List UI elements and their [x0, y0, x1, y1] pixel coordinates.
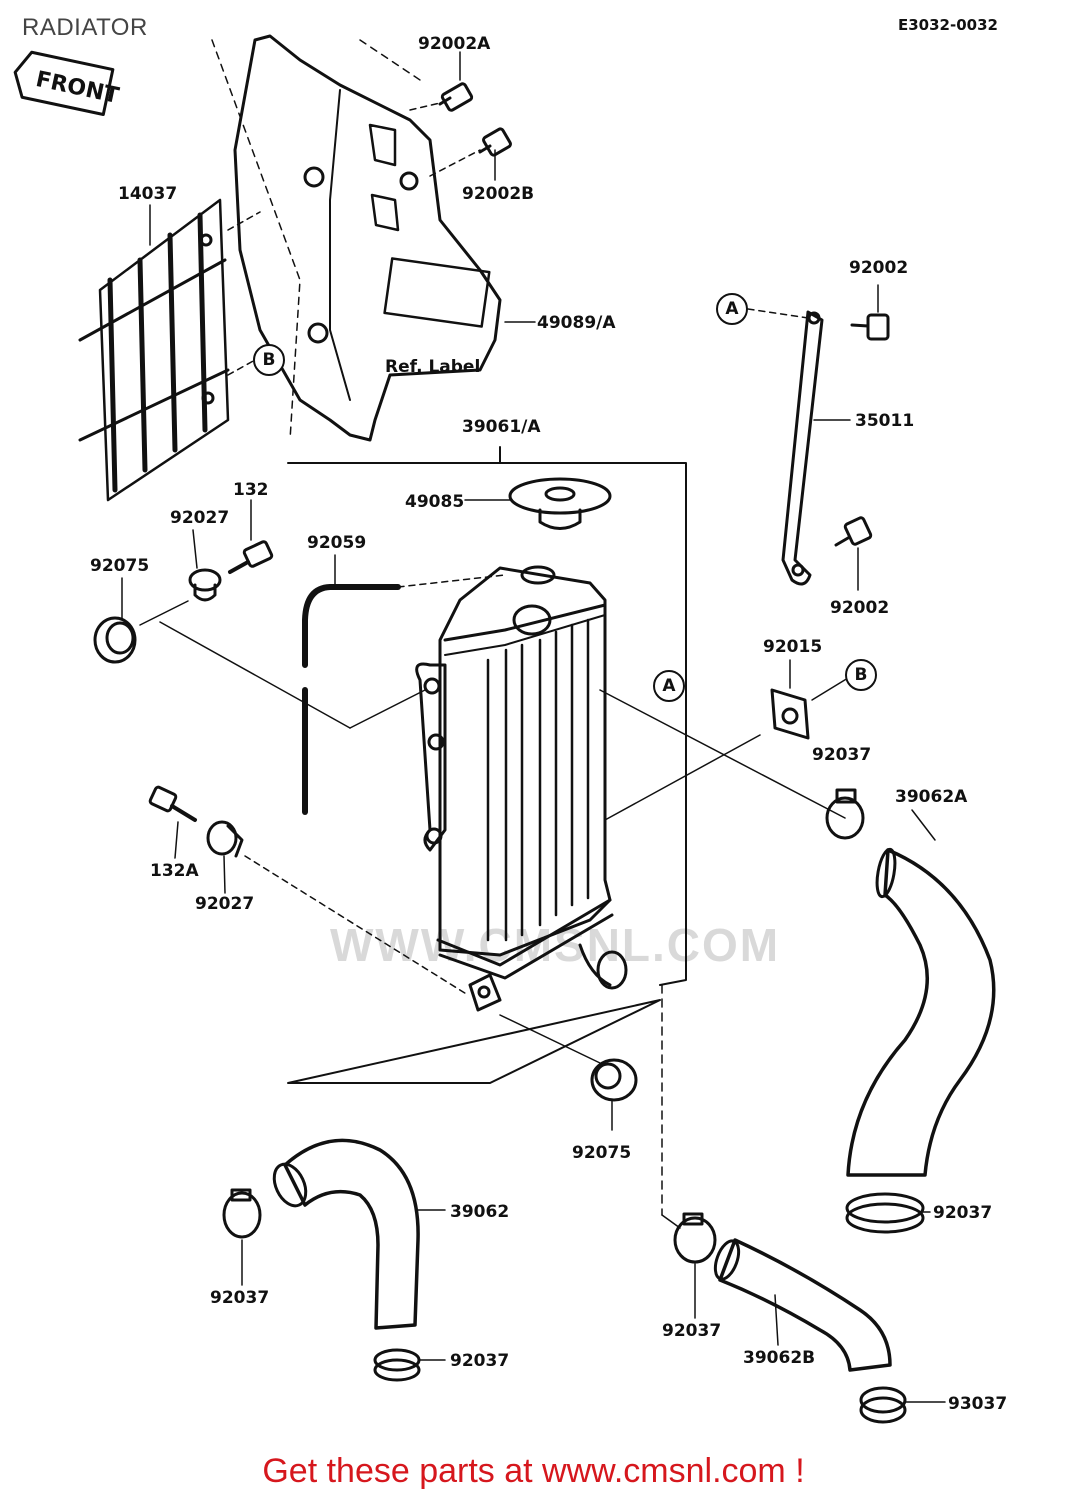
radiator-grille	[78, 198, 261, 502]
label-39061A: 39061/A	[462, 417, 541, 437]
label-39062B: 39062B	[743, 1348, 816, 1368]
hose-39062	[283, 1138, 420, 1330]
clamp-92037-right-icon	[825, 788, 865, 840]
clamp-92037-d-icon	[673, 1212, 717, 1264]
label-92015: 92015	[763, 637, 823, 657]
hose-39062B	[718, 1238, 892, 1372]
radiator-core	[415, 565, 628, 1012]
label-49089A: 49089/A	[537, 313, 616, 333]
radiator-shroud	[211, 34, 502, 442]
label-92037-c: 92037	[450, 1351, 510, 1371]
label-92037-a: 92037	[933, 1203, 993, 1223]
bracket-92015	[770, 688, 810, 740]
label-92002B: 92002B	[462, 184, 535, 204]
label-92037-d: 92037	[662, 1321, 722, 1341]
label-14037: 14037	[118, 184, 178, 204]
label-92027-bottom: 92027	[195, 894, 255, 914]
bolt-132A-icon	[148, 785, 197, 822]
label-35011: 35011	[855, 411, 915, 431]
grommet-92075-bottom-icon	[590, 1058, 638, 1102]
label-93037: 93037	[948, 1394, 1008, 1414]
label-92002A: 92002A	[418, 34, 491, 54]
bolt-92002-top-icon	[850, 284, 890, 341]
callout-a-top: A	[716, 293, 748, 325]
radiator-cap	[508, 477, 612, 530]
clamp-93037-icon	[859, 1386, 907, 1424]
overflow-tube	[302, 584, 401, 668]
ref-label: Ref. Label	[385, 357, 481, 377]
label-92002-top: 92002	[849, 258, 909, 278]
collar-92027-top-icon	[188, 568, 222, 602]
clamp-92037-c-icon	[373, 1348, 421, 1382]
grommet-92075-left-icon	[93, 616, 137, 664]
callout-b-left: B	[253, 344, 285, 376]
label-92075-left: 92075	[90, 556, 150, 576]
watermark: WWW.CMSNL.COM	[330, 919, 781, 971]
label-132: 132	[233, 480, 269, 500]
label-49085: 49085	[405, 492, 465, 512]
radiator-stay	[747, 308, 824, 586]
label-92027-top: 92027	[170, 508, 230, 528]
clamp-92037-b-icon	[222, 1188, 262, 1239]
bolt-92002-bottom-icon	[834, 516, 873, 591]
bolt-92002B-icon	[478, 127, 512, 157]
hose-39062A	[846, 848, 996, 1177]
label-92059: 92059	[307, 533, 367, 553]
label-132A: 132A	[150, 861, 199, 881]
callout-b-right: B	[845, 659, 877, 691]
label-39062A: 39062A	[895, 787, 968, 807]
clamp-92037-a-icon	[845, 1192, 925, 1234]
page-title: RADIATOR	[22, 14, 148, 41]
label-92037-b: 92037	[210, 1288, 270, 1308]
callout-a-radiator: A	[653, 670, 685, 702]
footer-link[interactable]: Get these parts at www.cmsnl.com !	[262, 1452, 805, 1490]
label-92037-right: 92037	[812, 745, 872, 765]
collar-92027-bottom-icon	[206, 820, 244, 858]
label-92002-bottom: 92002	[830, 598, 890, 618]
bolt-132-icon	[228, 540, 274, 574]
bolt-92002A-icon	[438, 82, 474, 112]
diagram-code: E3032-0032	[898, 16, 998, 34]
assembly-box	[287, 462, 687, 1084]
label-92075-bottom: 92075	[572, 1143, 632, 1163]
label-39062: 39062	[450, 1202, 510, 1222]
front-arrow-icon: FRONT	[13, 50, 121, 117]
